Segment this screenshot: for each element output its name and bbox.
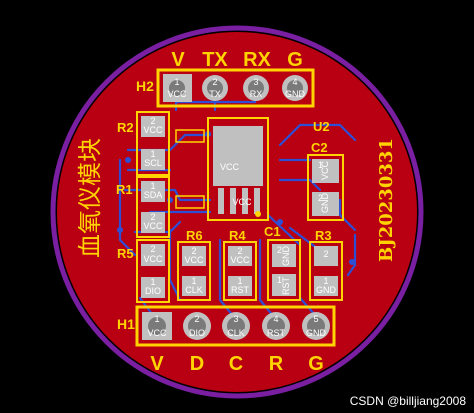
r1-pad2-label: VCC — [143, 221, 163, 231]
r5-pad2-number: 2 — [150, 244, 155, 254]
capacitor-c1: C1 GND RST 2 1 — [264, 224, 301, 301]
r5-pad2-label: VCC — [143, 254, 163, 264]
resistor-r5: R5 2 VCC 1 DIO — [117, 239, 170, 303]
capacitor-c2: C2 VCC GND 1 2 — [307, 140, 344, 221]
h2-pin3-name: RX — [250, 89, 263, 99]
r1-pad1-number: 1 — [150, 181, 155, 191]
r1-pad1-label: SDA — [144, 190, 163, 200]
ref-r1: R1 — [116, 182, 133, 197]
h1-pin4-name: RST — [267, 328, 286, 338]
h1-pin1-number: 1 — [154, 314, 159, 324]
h2-pin4-number: 4 — [292, 77, 297, 87]
resistor-r2: R2 2 VCC 1 SCL — [117, 111, 170, 176]
h2-pin1-number: 1 — [174, 77, 179, 87]
r5-pad1-label: DIO — [145, 286, 161, 296]
label-h1-g: G — [308, 353, 324, 375]
h2-pin3-number: 3 — [253, 77, 258, 87]
u2-pin-label-bottom: VCC — [232, 197, 252, 207]
r2-pad1-number: 1 — [150, 149, 155, 159]
ref-r5: R5 — [117, 246, 134, 261]
label-h2-v: V — [171, 49, 185, 71]
r3-pad1-label: GND — [316, 285, 337, 295]
c2-pad1-number: 1 — [318, 160, 323, 170]
h2-pin4-name: GND — [285, 89, 306, 99]
ref-c2: C2 — [311, 140, 328, 155]
label-h1-r: R — [269, 353, 284, 375]
ref-h1: H1 — [117, 316, 135, 332]
header-h1: H1 1 2 3 4 5 VCC DIO CLK RST GND — [117, 305, 336, 347]
h1-pin2-number: 2 — [194, 314, 199, 324]
header-h1-signal-labels: V D C R G — [150, 353, 323, 375]
c1-pad1-number: 1 — [277, 275, 282, 285]
label-h1-c: C — [229, 353, 243, 375]
c1-pin-label-rst: RST — [281, 276, 291, 295]
label-h2-tx: TX — [202, 49, 228, 71]
header-h2-signal-labels: V TX RX G — [171, 49, 302, 71]
h1-pin4-number: 4 — [273, 314, 278, 324]
board-title: 血氧仪模块 — [76, 138, 104, 258]
h1-pin3-number: 3 — [233, 314, 238, 324]
r3-pad2-number: 2 — [323, 249, 328, 259]
u2-pin-label-left: VCC — [220, 162, 240, 172]
r2-pad1-label: SCL — [144, 158, 162, 168]
ic-u2: U2 VCC VCC — [175, 117, 330, 221]
ref-r2: R2 — [117, 120, 134, 135]
r4-pad2-number: 2 — [237, 246, 242, 256]
resistor-r1: R1 1 SDA 2 VCC — [116, 176, 170, 238]
r2-pad2-number: 2 — [150, 116, 155, 126]
c1-pin-label-gnd: GND — [281, 246, 291, 267]
ref-r3: R3 — [315, 228, 332, 243]
label-h2-rx: RX — [243, 49, 271, 71]
ref-r4: R4 — [229, 228, 246, 243]
c2-pad2-number: 2 — [318, 193, 323, 203]
c2-pin-label-vcc: VCC — [320, 160, 330, 180]
label-h2-g: G — [287, 49, 303, 71]
h2-pin1-name: VCC — [167, 89, 187, 99]
h1-pin2-name: DIO — [189, 328, 205, 338]
resistor-r4: R4 2 VCC 1 RST — [223, 228, 257, 301]
label-h1-d: D — [190, 353, 204, 375]
watermark: CSDN @billjiang2008 — [350, 394, 467, 408]
header-h2: H2 1 2 3 4 VCC TX RX GND — [136, 68, 315, 108]
ref-h2: H2 — [136, 78, 154, 94]
c2-pin-label-gnd: GND — [320, 193, 330, 214]
board-code: BJ20230331 — [376, 138, 397, 262]
r4-pad1-number: 1 — [237, 276, 242, 286]
bottom-vias — [117, 131, 355, 265]
r4-pad1-label: RST — [231, 285, 250, 295]
label-h1-v: V — [150, 353, 164, 375]
h1-pin5-number: 5 — [313, 314, 318, 324]
r2-pad2-label: VCC — [143, 125, 163, 135]
r6-pad2-number: 2 — [191, 246, 196, 256]
r3-pad1-number: 1 — [323, 276, 328, 286]
h1-pin3-name: CLK — [227, 328, 245, 338]
ref-u2: U2 — [313, 119, 330, 134]
r6-pad1-label: CLK — [185, 285, 203, 295]
r5-pad1-number: 1 — [150, 277, 155, 287]
h2-pin2-number: 2 — [212, 77, 217, 87]
r6-pad2-label: VCC — [184, 255, 204, 265]
ref-r6: R6 — [186, 228, 203, 243]
c1-pad2-number: 2 — [277, 245, 282, 255]
r1-pad2-number: 2 — [150, 212, 155, 222]
board-outline — [50, 25, 424, 399]
h1-pin5-name: GND — [306, 328, 327, 338]
h2-pin2-name: TX — [209, 89, 221, 99]
ref-c1: C1 — [264, 224, 281, 239]
resistor-r3: R3 2 1 GND — [309, 228, 343, 301]
resistor-r6: R6 2 VCC 1 CLK — [177, 228, 211, 301]
r4-pad2-label: VCC — [230, 255, 250, 265]
r6-pad1-number: 1 — [191, 276, 196, 286]
h1-pin1-name: VCC — [147, 328, 167, 338]
